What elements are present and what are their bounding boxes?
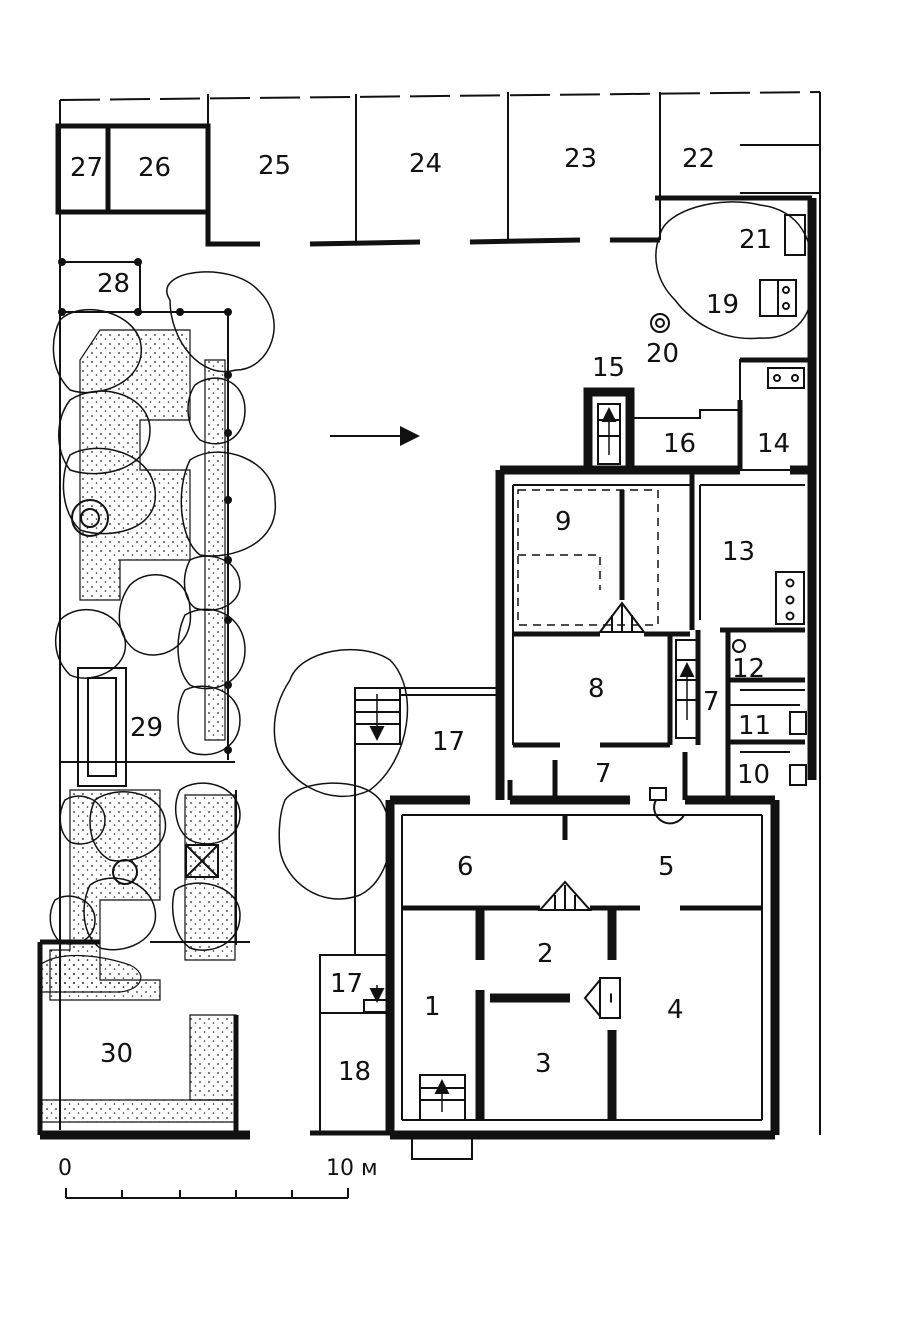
room-label-1: 1 [424, 992, 441, 1022]
room-label-7-lower: 7 [595, 759, 612, 789]
stove-icon [583, 977, 621, 1019]
room-label-19: 19 [706, 290, 739, 320]
room-label-2: 2 [537, 939, 554, 969]
courtyard [273, 201, 814, 1136]
room-label-26: 26 [138, 153, 171, 183]
outbuildings [55, 91, 821, 1135]
room-label-4: 4 [667, 995, 684, 1025]
room-label-9: 9 [555, 507, 572, 537]
room-label-20: 20 [646, 339, 679, 369]
room-label-16: 16 [663, 429, 696, 459]
room-label-30: 30 [100, 1039, 133, 1069]
garden [37, 258, 276, 1140]
room-label-23: 23 [564, 144, 597, 174]
room-labels: 1 2 3 4 5 6 7 7 8 9 10 11 12 13 14 15 16… [70, 144, 790, 1087]
room-label-6: 6 [457, 852, 474, 882]
room-label-12: 12 [732, 654, 765, 684]
room-label-3: 3 [535, 1049, 552, 1079]
stair-icon [597, 601, 647, 633]
room-label-27: 27 [70, 153, 103, 183]
main-house [385, 357, 813, 1160]
room-label-24: 24 [409, 149, 442, 179]
room-label-10: 10 [737, 760, 770, 790]
room-label-13: 13 [722, 537, 755, 567]
well-icon [650, 313, 670, 333]
room-label-15: 15 [592, 353, 625, 383]
room-label-11: 11 [738, 711, 771, 741]
room-label-5: 5 [658, 852, 675, 882]
room-label-8: 8 [588, 674, 605, 704]
scale-bar: 0 10 м [58, 1156, 378, 1199]
room-label-29: 29 [130, 713, 163, 743]
room-label-18: 18 [338, 1057, 371, 1087]
room-label-21: 21 [739, 225, 772, 255]
room-label-28: 28 [97, 269, 130, 299]
room-label-22: 22 [682, 144, 715, 174]
room-label-14: 14 [757, 429, 790, 459]
scale-end-label: 10 м [326, 1156, 378, 1181]
room-label-25: 25 [258, 151, 291, 181]
room-label-17-upper: 17 [432, 727, 465, 757]
stair-icon [537, 880, 593, 911]
room-label-7-upper: 7 [703, 687, 720, 717]
room-label-17-lower: 17 [330, 969, 363, 999]
scale-start-label: 0 [58, 1156, 72, 1181]
